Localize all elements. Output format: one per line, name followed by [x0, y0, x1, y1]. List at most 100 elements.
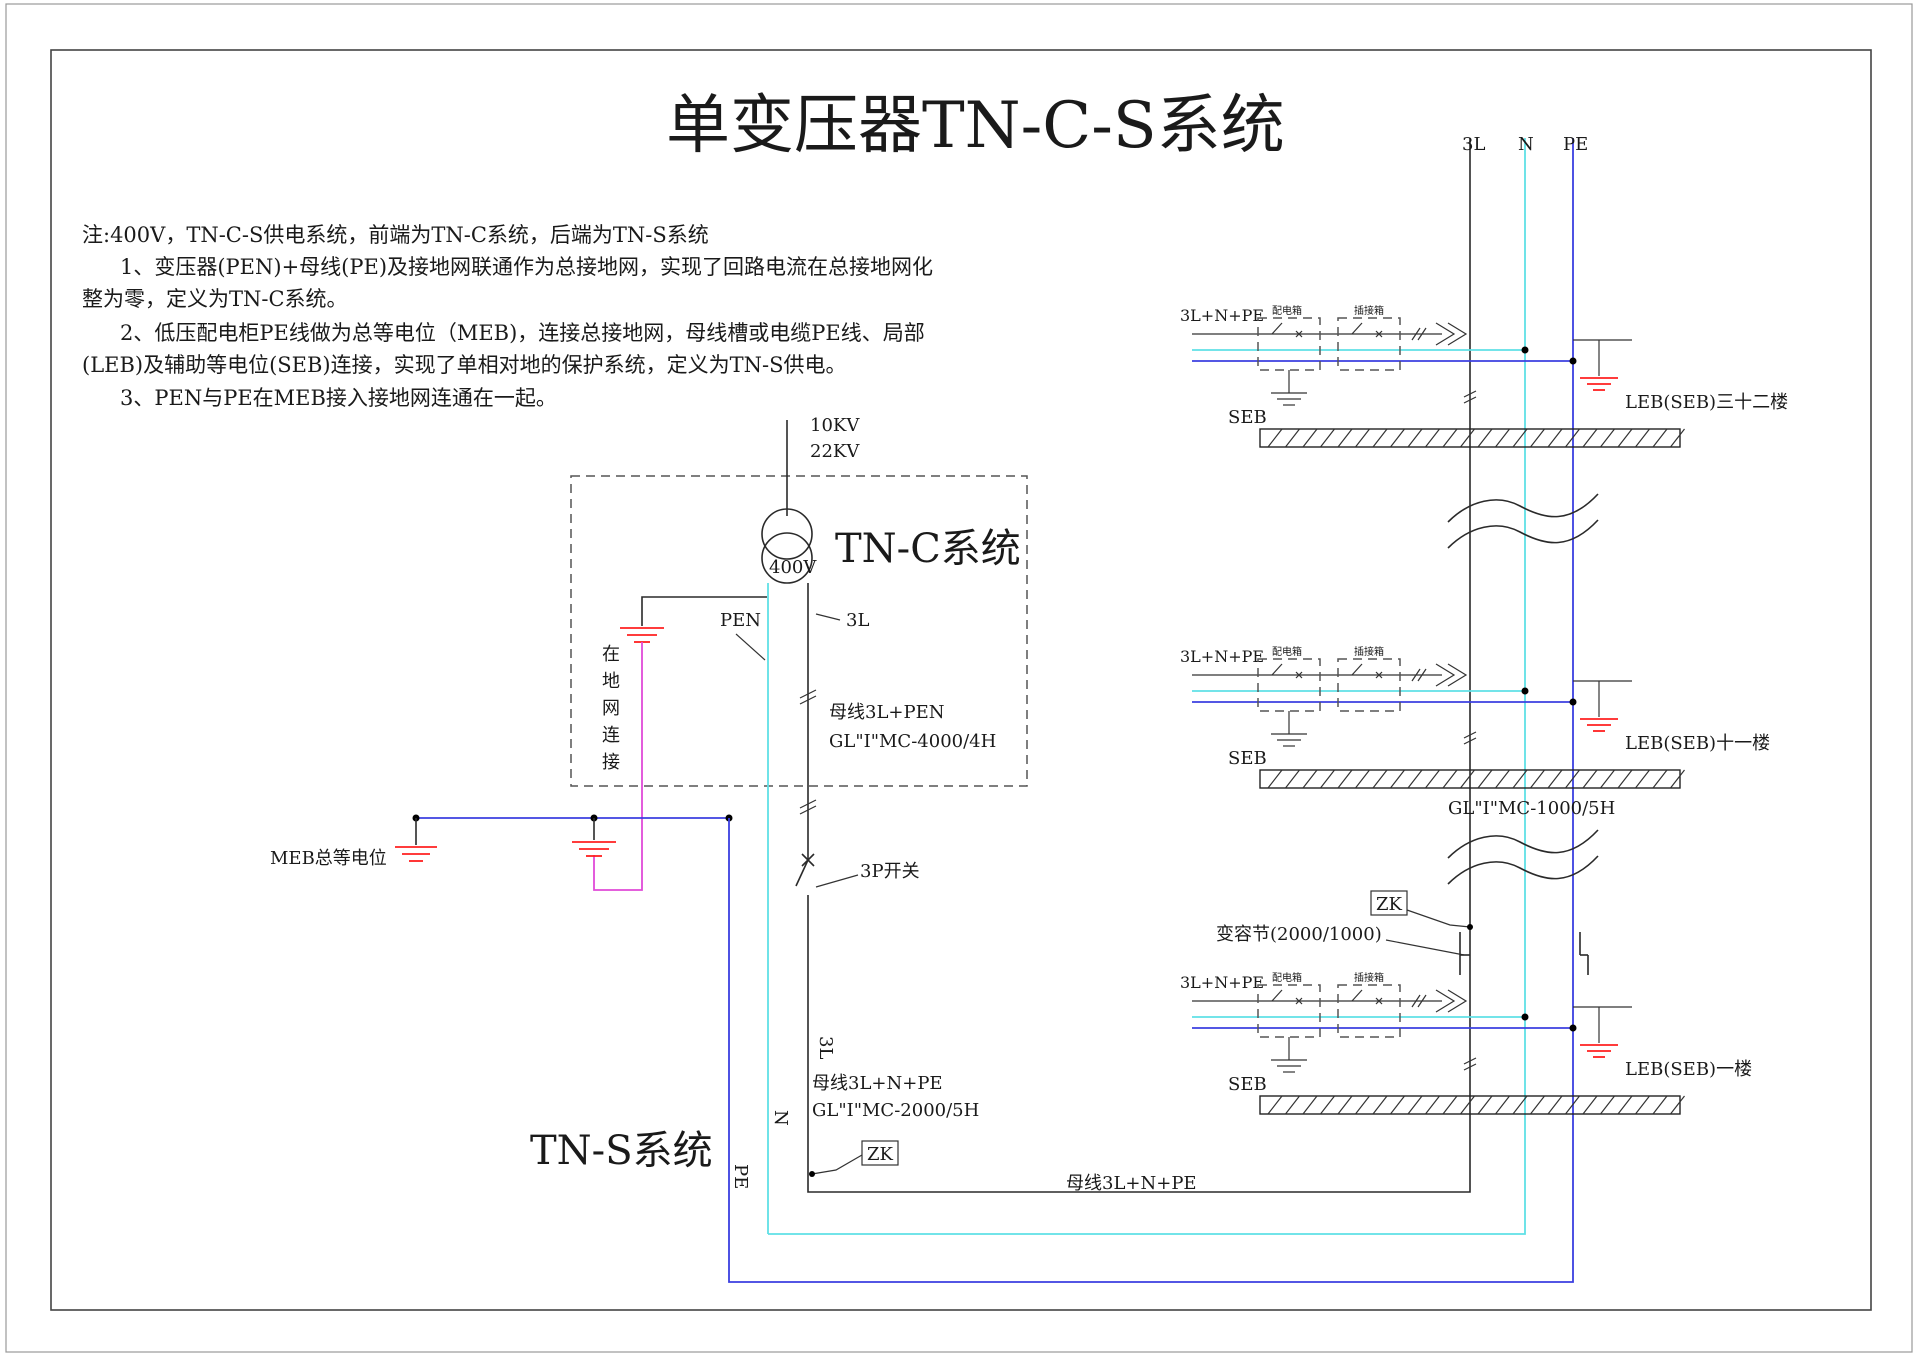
slab-hatch — [1355, 769, 1370, 789]
floor-feed-label: 3L+N+PE — [1180, 306, 1264, 325]
floor-arrow — [1435, 989, 1456, 1013]
reducer-leader — [1385, 939, 1465, 956]
seb-label: SEB — [1228, 748, 1267, 769]
floor-pe-node — [1569, 1024, 1577, 1032]
slab-hatch — [1565, 769, 1580, 789]
slab-hatch — [1600, 428, 1615, 448]
zk-node-right — [1467, 924, 1473, 930]
floor-slab — [1259, 769, 1681, 789]
outer-frame — [5, 3, 1913, 1353]
slab-hatch — [1302, 769, 1318, 789]
floor-slash — [1411, 994, 1421, 1008]
busbar-slash-1 — [799, 689, 817, 705]
plug-box-switch — [1351, 663, 1363, 676]
floor-slab — [1259, 428, 1681, 448]
plug-box-cross-b — [1375, 997, 1383, 1005]
tns-system-label: TN-S系统 — [530, 1128, 713, 1174]
dist-box-cross-b — [1295, 330, 1303, 338]
slab-hatch — [1442, 769, 1458, 789]
slab-hatch — [1565, 428, 1580, 448]
note-line-4: 2、低压配电柜PE线做为总等电位（MEB)，连接总接地网，母线槽或电缆PE线、局… — [120, 321, 925, 345]
slab-hatch — [1372, 428, 1388, 448]
dist-box-label: 配电箱 — [1272, 304, 1302, 317]
transformer-400v: 400V — [769, 557, 817, 578]
slab-hatch — [1390, 769, 1405, 789]
slab-hatch — [1670, 1095, 1685, 1115]
note-line-5: (LEB)及辅助等电位(SEB)连接，实现了单相对地的保护系统，定义为TN-S供… — [82, 353, 847, 377]
floor-arrow — [1447, 663, 1468, 687]
busbar1-label: 母线3L+PEN — [829, 702, 945, 723]
zk-right-leader — [1406, 909, 1471, 928]
ground-text-5: 接 — [602, 752, 620, 773]
slab-hatch — [1547, 428, 1563, 448]
floor-n-node — [1521, 346, 1529, 354]
floor-arrow — [1447, 322, 1468, 346]
floor-feed-label: 3L+N+PE — [1180, 973, 1264, 992]
riser-head-n: N — [1518, 134, 1534, 155]
busbar1-model: GL"I"MC-4000/4H — [829, 731, 996, 752]
slab-hatch — [1407, 769, 1423, 789]
note-line-3: 整为零，定义为TN-C系统。 — [82, 287, 348, 311]
ground-text-4: 连 — [602, 725, 620, 746]
slab-hatch — [1285, 1095, 1300, 1115]
slab-hatch — [1407, 428, 1423, 448]
slab-hatch — [1582, 769, 1598, 789]
seb-label: SEB — [1228, 1074, 1267, 1095]
slab-hatch — [1372, 769, 1388, 789]
slab-hatch — [1495, 428, 1510, 448]
plug-box — [1337, 984, 1401, 1038]
slab-hatch — [1617, 769, 1633, 789]
floor-arrow — [1435, 663, 1456, 687]
floor-arrow — [1447, 989, 1468, 1013]
slab-hatch — [1285, 769, 1300, 789]
plug-box-label: 插接箱 — [1354, 304, 1384, 317]
slab-hatch — [1390, 428, 1405, 448]
meb-earth-symbol — [395, 846, 437, 862]
slab-hatch — [1267, 428, 1283, 448]
slab-hatch — [1320, 428, 1335, 448]
slab-hatch — [1267, 1095, 1283, 1115]
plug-box-cross-b — [1375, 671, 1383, 679]
zk-label-right: ZK — [1376, 894, 1403, 915]
phase-bottom-bus — [807, 138, 1471, 1193]
slab-hatch — [1635, 428, 1650, 448]
slab-hatch — [1337, 769, 1353, 789]
dist-box-switch — [1271, 989, 1283, 1002]
note-line-2: 1、变压器(PEN)+母线(PE)及接地网联通作为总接地网，实现了回路电流在总接… — [120, 255, 933, 279]
slab-hatch — [1337, 428, 1353, 448]
dist-box — [1257, 658, 1321, 712]
plug-box-label: 插接箱 — [1354, 971, 1384, 984]
slab-hatch — [1617, 1095, 1633, 1115]
main-n-line — [768, 138, 1526, 1235]
dist-box-switch — [1271, 663, 1283, 676]
riser-slash — [1463, 737, 1477, 745]
slab-hatch — [1320, 1095, 1335, 1115]
plug-box-switch — [1351, 989, 1363, 1002]
riser-break-lower — [1447, 829, 1599, 885]
slab-hatch — [1530, 428, 1545, 448]
slab-hatch — [1530, 769, 1545, 789]
ground-text-3: 网 — [602, 698, 620, 719]
reducer-label: 变容节(2000/1000) — [1216, 924, 1382, 945]
slab-hatch — [1372, 1095, 1388, 1115]
riser-slash — [1463, 1063, 1477, 1071]
slab-hatch — [1547, 1095, 1563, 1115]
slab-hatch — [1460, 428, 1475, 448]
dist-box-cross-b — [1295, 671, 1303, 679]
inner-frame — [50, 49, 1872, 1311]
slab-hatch — [1512, 769, 1528, 789]
slab-hatch — [1425, 1095, 1440, 1115]
switch-blade — [795, 859, 809, 887]
slab-hatch — [1390, 1095, 1405, 1115]
slab-hatch — [1582, 1095, 1598, 1115]
riser-busbar-model: GL"I"MC-1000/5H — [1448, 798, 1615, 819]
notes-block: 注:400V，TN-C-S供电系统，前端为TN-C系统，后端为TN-S系统 1、… — [82, 223, 933, 410]
slab-hatch — [1302, 428, 1318, 448]
slab-hatch — [1460, 769, 1475, 789]
riser-slash — [1463, 731, 1477, 739]
slab-hatch — [1600, 769, 1615, 789]
slab-hatch — [1460, 1095, 1475, 1115]
floor-pe-node — [1569, 698, 1577, 706]
seb-label: SEB — [1228, 407, 1267, 428]
